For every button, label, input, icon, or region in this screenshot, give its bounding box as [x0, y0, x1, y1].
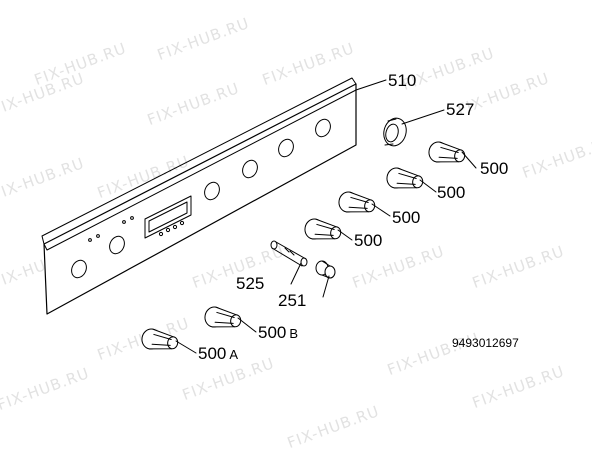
- callout-500-a-suffix: A: [229, 347, 239, 362]
- callout-500-a-number: 500: [198, 344, 227, 363]
- callout-527: 527: [446, 100, 475, 119]
- knob-500-b: [202, 305, 243, 333]
- trim-ring: [383, 117, 407, 147]
- callout-500-3: 500: [392, 208, 421, 227]
- callout-500-1: 500: [480, 159, 509, 178]
- callout-500-b-number: 500: [258, 323, 287, 342]
- panel-knob-holes: [71, 118, 331, 279]
- shaft: [270, 240, 308, 267]
- knob-500-2: [384, 166, 425, 194]
- knob-500-4: [302, 217, 343, 245]
- callout-500-b-suffix: B: [289, 326, 299, 341]
- knob-500-a: [139, 327, 180, 355]
- knob-500-3: [336, 190, 377, 218]
- small-knob: [315, 260, 336, 279]
- callout-500-4: 500: [354, 231, 383, 250]
- callout-251: 251: [278, 291, 307, 310]
- callout-525: 525: [236, 274, 265, 293]
- control-panel: [41, 77, 357, 315]
- callout-510: 510: [388, 71, 417, 90]
- knob-500-1: [426, 140, 467, 168]
- leader-lines: [175, 79, 477, 354]
- drawing-number: 9493012697: [452, 336, 519, 350]
- callout-500-2: 500: [437, 183, 466, 202]
